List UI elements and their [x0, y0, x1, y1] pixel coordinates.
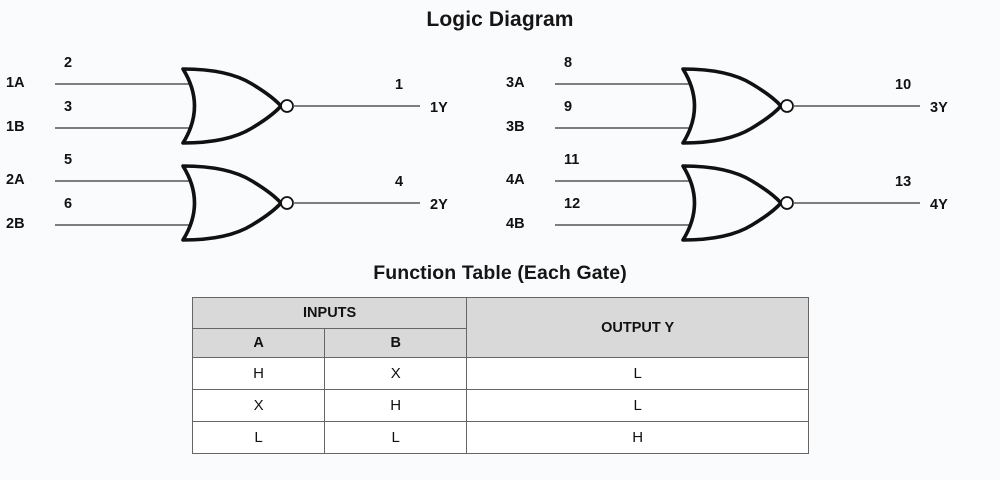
gate-1-input-a-pin: 2 — [64, 55, 73, 71]
nor-gate-1-symbol — [55, 67, 420, 145]
gate-4-input-b-pin: 12 — [564, 196, 581, 212]
gate-4-input-a-pin: 11 — [564, 152, 580, 168]
function-table-body: H X L X H L L L H — [191, 357, 809, 454]
nor-gate-2-symbol — [55, 164, 420, 242]
gate-2-input-a-pin: 5 — [64, 152, 73, 168]
header-inputs: INPUTS — [191, 297, 468, 329]
function-table-head: INPUTS OUTPUT Y A B — [191, 297, 809, 358]
nor-gate-4: 4A 4B 11 12 13 4Y — [500, 150, 1000, 255]
gate-1-output-pin: 1 — [395, 77, 404, 93]
gate-4-input-b-label: 4B — [506, 216, 525, 232]
cell-output-y: L — [466, 389, 809, 422]
gate-diagram-area: 1A 1B 2 3 1 1Y 3A 3B 8 9 10 3Y — [0, 53, 1000, 255]
cell-input-a: X — [191, 389, 326, 422]
cell-input-a: L — [191, 421, 326, 454]
gate-3-output-pin: 10 — [895, 77, 912, 93]
table-header-row-columns: A B — [191, 328, 809, 358]
cell-output-y: H — [466, 421, 809, 454]
gate-1-input-b-pin: 3 — [64, 99, 73, 115]
gate-1-output-label: 1Y — [430, 100, 448, 116]
gate-1-input-b-label: 1B — [6, 119, 25, 135]
nor-gate-4-symbol — [555, 164, 920, 242]
cell-input-a: H — [191, 357, 326, 390]
gate-4-output-label: 4Y — [930, 197, 948, 213]
gate-2-input-b-label: 2B — [6, 216, 25, 232]
gate-2-output-pin: 4 — [395, 174, 404, 190]
table-row: H X L — [191, 357, 809, 390]
gate-3-output-label: 3Y — [930, 100, 948, 116]
cell-input-b: X — [324, 357, 468, 390]
gate-2-output-label: 2Y — [430, 197, 448, 213]
table-header-row-group: INPUTS OUTPUT Y — [191, 297, 809, 358]
gate-3-input-b-label: 3B — [506, 119, 525, 135]
table-row: X H L — [191, 389, 809, 422]
page-title: Logic Diagram — [426, 8, 574, 31]
gate-4-output-pin: 13 — [895, 174, 912, 190]
nor-gate-3-symbol — [555, 67, 920, 145]
function-table-title: Function Table (Each Gate) — [373, 262, 627, 284]
gate-2-input-a-label: 2A — [6, 172, 25, 188]
gate-4-input-a-label: 4A — [506, 172, 525, 188]
function-table: INPUTS OUTPUT Y A B H X L X H L L L H — [191, 297, 809, 454]
cell-output-y: L — [466, 357, 809, 390]
gate-2-input-b-pin: 6 — [64, 196, 73, 212]
gate-3-input-a-pin: 8 — [564, 55, 573, 71]
cell-input-b: H — [324, 389, 468, 422]
cell-input-b: L — [324, 421, 468, 454]
nor-gate-3: 3A 3B 8 9 10 3Y — [500, 53, 1000, 158]
nor-gate-2: 2A 2B 5 6 4 2Y — [0, 150, 500, 255]
nor-gate-1: 1A 1B 2 3 1 1Y — [0, 53, 500, 158]
table-row: L L H — [191, 421, 809, 454]
gate-3-input-b-pin: 9 — [564, 99, 573, 115]
gate-1-input-a-label: 1A — [6, 75, 25, 91]
header-column-a: A — [191, 328, 326, 358]
gate-3-input-a-label: 3A — [506, 75, 525, 91]
header-output-y: OUTPUT Y — [466, 297, 809, 358]
header-column-b: B — [324, 328, 468, 358]
